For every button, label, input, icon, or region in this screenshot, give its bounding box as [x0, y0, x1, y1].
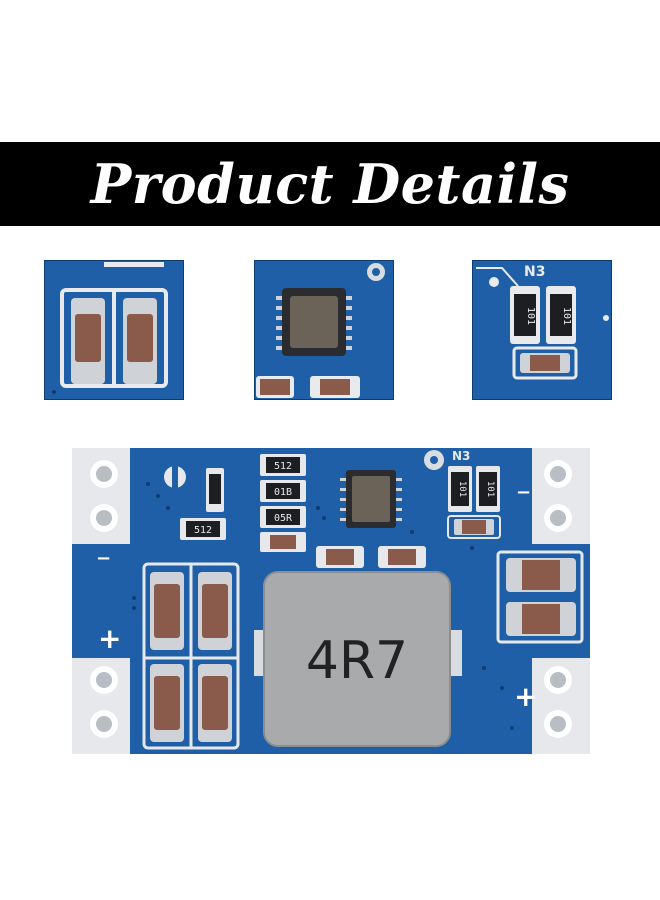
plus-right-label: +: [514, 680, 537, 713]
power-inductor: 4R7: [254, 571, 462, 747]
minus-right-label: −: [516, 482, 531, 503]
output-capacitors: [496, 550, 584, 644]
detail-thumbnail-resistors: N3 101 101: [472, 260, 612, 400]
resistor-column: 512 01B 05R: [260, 454, 306, 552]
detail-thumbnail-capacitors: [44, 260, 184, 400]
plus-left-label: +: [98, 622, 121, 655]
svg-text:101: 101: [525, 307, 536, 325]
right-solder-pads: [532, 448, 590, 754]
banner-title: Product Details: [90, 152, 570, 216]
minus-left-label: −: [96, 548, 111, 569]
board-marker-label: N3: [452, 449, 470, 463]
svg-text:05R: 05R: [274, 513, 293, 524]
ic-chip: [340, 470, 402, 528]
left-solder-pads: [72, 448, 130, 754]
detail-thumbnail-ic-chip: [254, 260, 394, 400]
svg-text:01B: 01B: [274, 487, 292, 498]
svg-text:101: 101: [457, 481, 467, 497]
svg-text:512: 512: [274, 461, 292, 472]
product-details-banner: Product Details: [0, 142, 660, 226]
inductor-mark-label: 4R7: [306, 631, 408, 691]
input-capacitors: [142, 562, 240, 750]
thumbnail-marker-label: N3: [524, 264, 545, 280]
svg-text:101: 101: [485, 481, 495, 497]
svg-text:101: 101: [561, 307, 572, 325]
svg-text:512: 512: [194, 525, 212, 536]
pcb-module-board: + + − − 512 512 01B 05R: [72, 448, 590, 754]
